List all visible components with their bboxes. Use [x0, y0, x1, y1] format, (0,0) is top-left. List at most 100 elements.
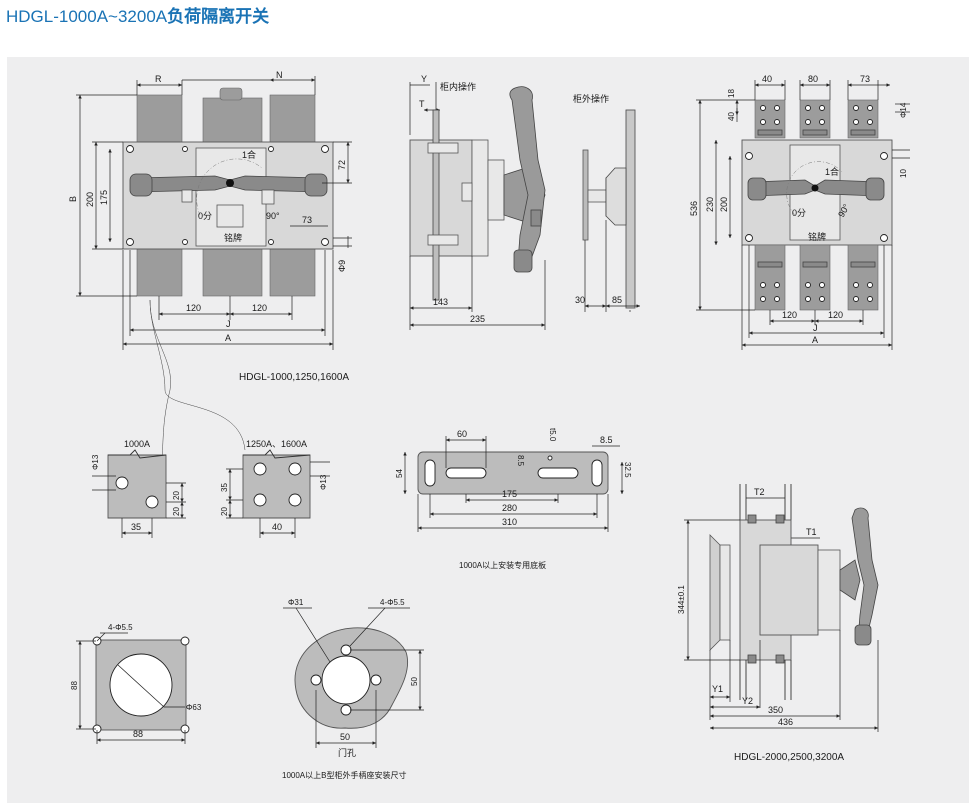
busbar-top-mid — [202, 97, 263, 144]
door-caption: 1000A以上B型柜外手柄座安装尺寸 — [282, 770, 406, 780]
dim-120a: 120 — [186, 303, 201, 313]
dim-175: 175 — [99, 190, 109, 205]
label-T1: T1 — [806, 527, 817, 537]
dim-344: 344±0.1 — [677, 585, 686, 614]
t1250-phi13: Φ13 — [319, 474, 328, 490]
large-dim-536: 536 — [689, 201, 699, 216]
cutout-phi63: Φ63 — [186, 703, 202, 712]
plate-280: 280 — [502, 503, 517, 513]
plate-caption: 1000A以上安装专用底板 — [459, 560, 546, 570]
cutout-88v: 88 — [70, 681, 79, 690]
dim-120b: 120 — [252, 303, 267, 313]
square-cutout: 4-Φ5.5 88 88 Φ63 — [70, 623, 202, 744]
large-dim-120b: 120 — [828, 310, 843, 320]
large-side-view: T2 T1 344±0.1 Y1 Y2 350 436 HDGL-2000,25… — [677, 484, 879, 763]
center-module — [195, 147, 267, 247]
label-Y2: Y2 — [742, 696, 753, 706]
dim-72: 72 — [337, 160, 347, 170]
busbar-top-tab — [219, 87, 243, 101]
dim-200: 200 — [85, 192, 95, 207]
plate-310: 310 — [502, 517, 517, 527]
dim-436: 436 — [778, 717, 793, 727]
page-title: HDGL-1000A~3200A负荷隔离开关 — [6, 2, 269, 27]
busbar-bottom-mid — [202, 247, 263, 297]
large-dim-J: J — [813, 323, 818, 333]
plate-325: 32.5 — [623, 462, 632, 478]
dim-R: R — [155, 74, 162, 84]
label-outer-op: 柜外操作 — [573, 93, 609, 104]
door-50h: 50 — [340, 732, 350, 742]
door-50v: 50 — [410, 677, 419, 686]
label-nameplate: 铭牌 — [224, 232, 242, 243]
dim-85: 85 — [612, 295, 622, 305]
dim-B: B — [68, 196, 78, 202]
t1000-phi13: Φ13 — [91, 454, 100, 470]
label-T2: T2 — [754, 487, 765, 497]
side-view: Y 柜内操作 T 143 235 — [409, 74, 546, 330]
dim-143: 143 — [433, 297, 448, 307]
plate-85: 8.5 — [600, 435, 613, 445]
label-on: 1合 — [242, 149, 256, 160]
dim-235: 235 — [470, 314, 485, 324]
label-T: T — [419, 99, 425, 109]
cutout-88h: 88 — [133, 729, 143, 739]
door-panel — [709, 534, 721, 651]
terminal-1250: 1250A、1600A 35 20 Φ13 40 — [220, 439, 330, 538]
t1000-35: 35 — [131, 522, 141, 532]
label-Y1: Y1 — [712, 684, 723, 694]
t1000-20a: 20 — [172, 491, 181, 500]
large-dim-200: 200 — [719, 197, 729, 212]
large-front-view: 1合 0分 90° 铭牌 40 80 73 18 40 Φ14 10 5 — [689, 74, 910, 350]
busbar-bottom-left — [136, 247, 183, 297]
t1250-20: 20 — [220, 507, 229, 516]
large-dim-120a: 120 — [782, 310, 797, 320]
large-dim-10: 10 — [899, 169, 908, 178]
large-dim-phi14: Φ14 — [899, 102, 908, 118]
large-label-off: 0分 — [792, 208, 806, 218]
plate-85v: 8.5 — [516, 455, 525, 467]
dim-phi9: Φ9 — [337, 260, 347, 272]
t1250-40: 40 — [272, 522, 282, 532]
dim-N: N — [276, 70, 283, 80]
large-label-nameplate: 铭牌 — [808, 231, 826, 242]
caption-small-model: HDGL-1000,1250,1600A — [239, 372, 349, 383]
handle-grip-right — [304, 173, 328, 197]
dim-30: 30 — [575, 295, 585, 305]
front-view: 1合 0分 90° 铭牌 R N B 200 175 72 73 Φ9 120 … — [68, 70, 352, 471]
t1250-35: 35 — [220, 483, 229, 492]
plate-175: 175 — [502, 489, 517, 499]
large-dim-A: A — [812, 335, 818, 345]
base-plate: 60 t5.0 8.5 8.5 54 32.5 175 280 310 1000… — [395, 428, 632, 570]
label-inner-op: 柜内操作 — [440, 81, 476, 92]
busbar-top-right — [269, 94, 316, 144]
plate-54: 54 — [395, 469, 404, 478]
cutout-holes: 4-Φ5.5 — [108, 623, 133, 632]
door-holes: 4-Φ5.5 — [380, 598, 405, 607]
plate-t5: t5.0 — [548, 428, 557, 442]
door-label: 门孔 — [338, 747, 356, 758]
terminal-1250-caption: 1250A、1600A — [246, 439, 307, 449]
large-dim-230: 230 — [705, 197, 715, 212]
t1000-20b: 20 — [172, 507, 181, 516]
label-Y: Y — [421, 74, 427, 84]
dim-A: A — [225, 333, 231, 343]
terminal-1000-caption: 1000A — [124, 439, 150, 449]
large-side-handle — [851, 507, 879, 641]
dim-73: 73 — [302, 215, 312, 225]
cutout-circle — [109, 653, 173, 717]
caption-large-model: HDGL-2000,2500,3200A — [734, 752, 844, 763]
large-dim-40v: 40 — [727, 112, 736, 121]
title-name: 负荷隔离开关 — [167, 7, 270, 26]
large-label-on: 1合 — [825, 166, 839, 177]
door-hole: Φ31 4-Φ5.5 50 50 门孔 1000A以上B型柜外手柄座安装尺寸 — [282, 598, 424, 780]
plate-60: 60 — [457, 429, 467, 439]
outer-door-plate — [625, 109, 636, 309]
terminal-1000: 1000A Φ13 20 20 35 — [91, 439, 186, 538]
outer-op-view: 柜外操作 30 85 — [573, 93, 640, 312]
large-dim-40: 40 — [762, 74, 772, 84]
title-model: HDGL-1000A~3200A — [6, 7, 168, 26]
large-dim-18: 18 — [727, 89, 736, 98]
handle-grip-left — [129, 173, 153, 197]
door-phi31: Φ31 — [288, 598, 304, 607]
